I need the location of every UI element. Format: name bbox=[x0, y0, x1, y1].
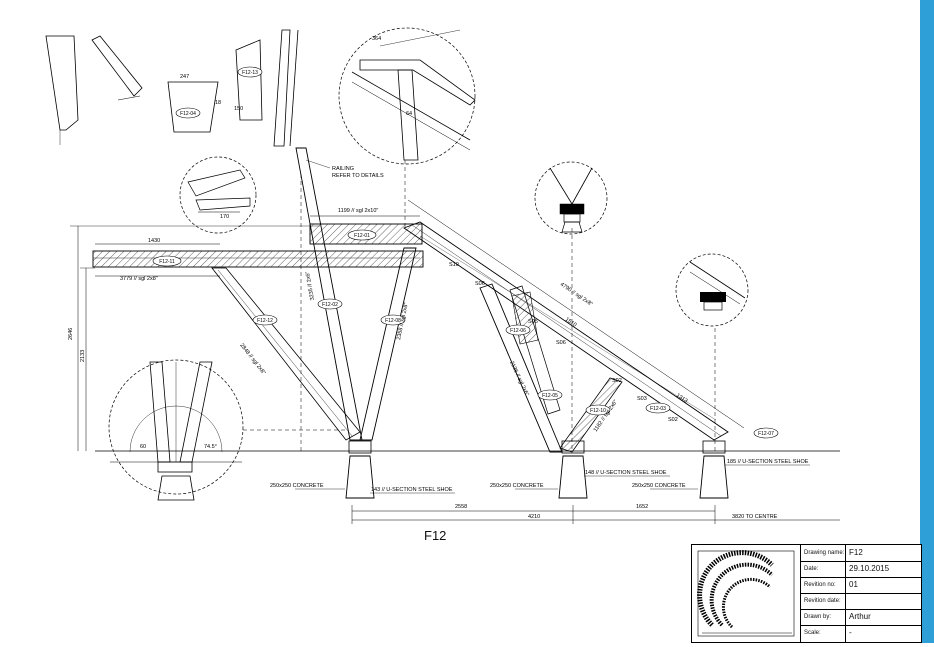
beam-left-label: 3779 // sgl 2x8" bbox=[120, 276, 158, 282]
main-rafter bbox=[403, 221, 729, 441]
dim-1430: 1430 bbox=[148, 238, 160, 244]
dim-1313: 1313 bbox=[675, 393, 689, 405]
svg-text:F12-08: F12-08 bbox=[385, 318, 401, 324]
shoe-143: 143 // U-SECTION STEEL SHOE bbox=[371, 487, 453, 493]
tag-f12-13: F12-13 bbox=[237, 66, 263, 78]
tag-f12-10: F12-10 bbox=[585, 404, 611, 416]
detail-small-content bbox=[187, 169, 251, 213]
detail-circle-top bbox=[338, 27, 476, 165]
inner-leg bbox=[359, 247, 417, 441]
foundation-right bbox=[699, 440, 729, 499]
hatched-strut bbox=[559, 377, 623, 453]
title-block: Drawing name:F12 Date:29.10.2015 Revitio… bbox=[691, 544, 922, 643]
s02a: S02 bbox=[612, 378, 622, 384]
foundation-middle bbox=[558, 440, 588, 499]
tag-f12-02: F12-02 bbox=[317, 298, 343, 310]
tag-f12-11: F12-11 bbox=[152, 255, 182, 267]
detail-150: 150 bbox=[234, 106, 243, 112]
row-drawn-by: Drawn by:Arthur bbox=[801, 609, 921, 626]
tag-f12-07: F12-07 bbox=[753, 427, 779, 439]
s06a: S06 bbox=[475, 281, 485, 287]
dim-1652: 1652 bbox=[636, 504, 648, 510]
svg-text:F12-04: F12-04 bbox=[180, 111, 196, 117]
site-plan-thumbnail bbox=[692, 545, 801, 642]
s02b: S02 bbox=[668, 417, 678, 423]
leg-2848: 2848 // sgl 2x8" bbox=[238, 343, 266, 376]
detail-170: 170 bbox=[220, 214, 229, 220]
sheet-title: F12 bbox=[424, 528, 447, 543]
detail-247: 247 bbox=[180, 74, 189, 80]
detail-right-content bbox=[689, 261, 746, 311]
dim-4210: 4210 bbox=[528, 514, 540, 520]
svg-text:F12-03: F12-03 bbox=[650, 406, 666, 412]
left-post bbox=[295, 147, 363, 441]
detail-circle-right bbox=[675, 253, 749, 327]
detail-18: 18 bbox=[215, 100, 221, 106]
tag-f12-06: F12-06 bbox=[505, 324, 531, 336]
detail-base-content bbox=[110, 361, 242, 501]
s05: S05 bbox=[528, 319, 538, 325]
svg-text:F12-13: F12-13 bbox=[242, 70, 258, 76]
railing-label-2: REFER TO DETAILS bbox=[332, 173, 384, 179]
tag-f12-12: F12-12 bbox=[252, 314, 278, 326]
diag-1510: 1510 bbox=[564, 317, 578, 329]
dim-2558: 2558 bbox=[455, 504, 467, 510]
detail-64: 64 bbox=[406, 111, 412, 117]
railing-label: RAILING bbox=[332, 166, 354, 172]
row-revision-no: Revition no:01 bbox=[801, 577, 921, 594]
dim-centre: 3820 TO CENTRE bbox=[732, 514, 778, 520]
row-revision-date: Revition date: bbox=[801, 593, 921, 610]
concrete-3: 250x250 CONCRETE bbox=[632, 483, 686, 489]
row-scale: Scale:- bbox=[804, 628, 852, 637]
svg-text:F12-07: F12-07 bbox=[758, 431, 774, 437]
detail-74: 74.5° bbox=[204, 444, 217, 450]
svg-text:F12-11: F12-11 bbox=[159, 259, 175, 265]
top-details bbox=[45, 29, 299, 147]
tag-f12-01: F12-01 bbox=[347, 229, 377, 241]
detail-60: 60 bbox=[140, 444, 146, 450]
title-block-table: Drawing name:F12 Date:29.10.2015 Revitio… bbox=[801, 545, 921, 642]
detail-top-content bbox=[351, 29, 476, 161]
svg-text:F12-10: F12-10 bbox=[590, 408, 606, 414]
detail-circle-small bbox=[179, 156, 257, 234]
concrete-2: 250x250 CONCRETE bbox=[490, 483, 544, 489]
middle-leg-2 bbox=[509, 285, 561, 415]
left-beam bbox=[92, 250, 424, 268]
tag-f12-03: F12-03 bbox=[645, 402, 671, 414]
detail-circle-mid bbox=[534, 161, 608, 235]
concrete-1: 250x250 CONCRETE bbox=[270, 483, 324, 489]
row-drawing-name: Drawing name:F12 bbox=[801, 545, 921, 562]
shoe-148: 148 // U-SECTION STEEL SHOE bbox=[585, 470, 667, 476]
dim-2646: 2646 bbox=[68, 328, 74, 340]
tag-f12-04: F12-04 bbox=[175, 107, 201, 119]
detail-364: 364 bbox=[372, 36, 381, 42]
detail-mid-content bbox=[549, 167, 593, 233]
tag-f12-08: F12-08 bbox=[380, 314, 406, 326]
detail-circle-base bbox=[108, 359, 244, 495]
s03: S03 bbox=[637, 396, 647, 402]
beam-top-label: 1199 // sgl 2x10" bbox=[338, 208, 378, 214]
svg-text:F12-12: F12-12 bbox=[257, 318, 273, 324]
dim-2133: 2133 bbox=[80, 350, 86, 362]
sidebar-accent-bar bbox=[920, 0, 934, 643]
row-date: Date:29.10.2015 bbox=[801, 561, 921, 578]
shoe-185: 185 // U-SECTION STEEL SHOE bbox=[727, 459, 809, 465]
diag-s10: S10 bbox=[449, 262, 459, 268]
diag-long: 4790 // sgl 2x8" bbox=[559, 282, 594, 308]
leg-3235: 3235 // 2x6" bbox=[305, 271, 316, 301]
s06b: S06 bbox=[556, 340, 566, 346]
left-diagonal bbox=[211, 267, 361, 441]
svg-text:F12-01: F12-01 bbox=[354, 233, 370, 239]
svg-text:F12-05: F12-05 bbox=[542, 393, 558, 399]
svg-text:F12-06: F12-06 bbox=[510, 328, 526, 334]
foundation-left bbox=[345, 440, 375, 499]
tag-f12-05: F12-05 bbox=[537, 389, 563, 401]
svg-text:F12-02: F12-02 bbox=[322, 302, 338, 308]
